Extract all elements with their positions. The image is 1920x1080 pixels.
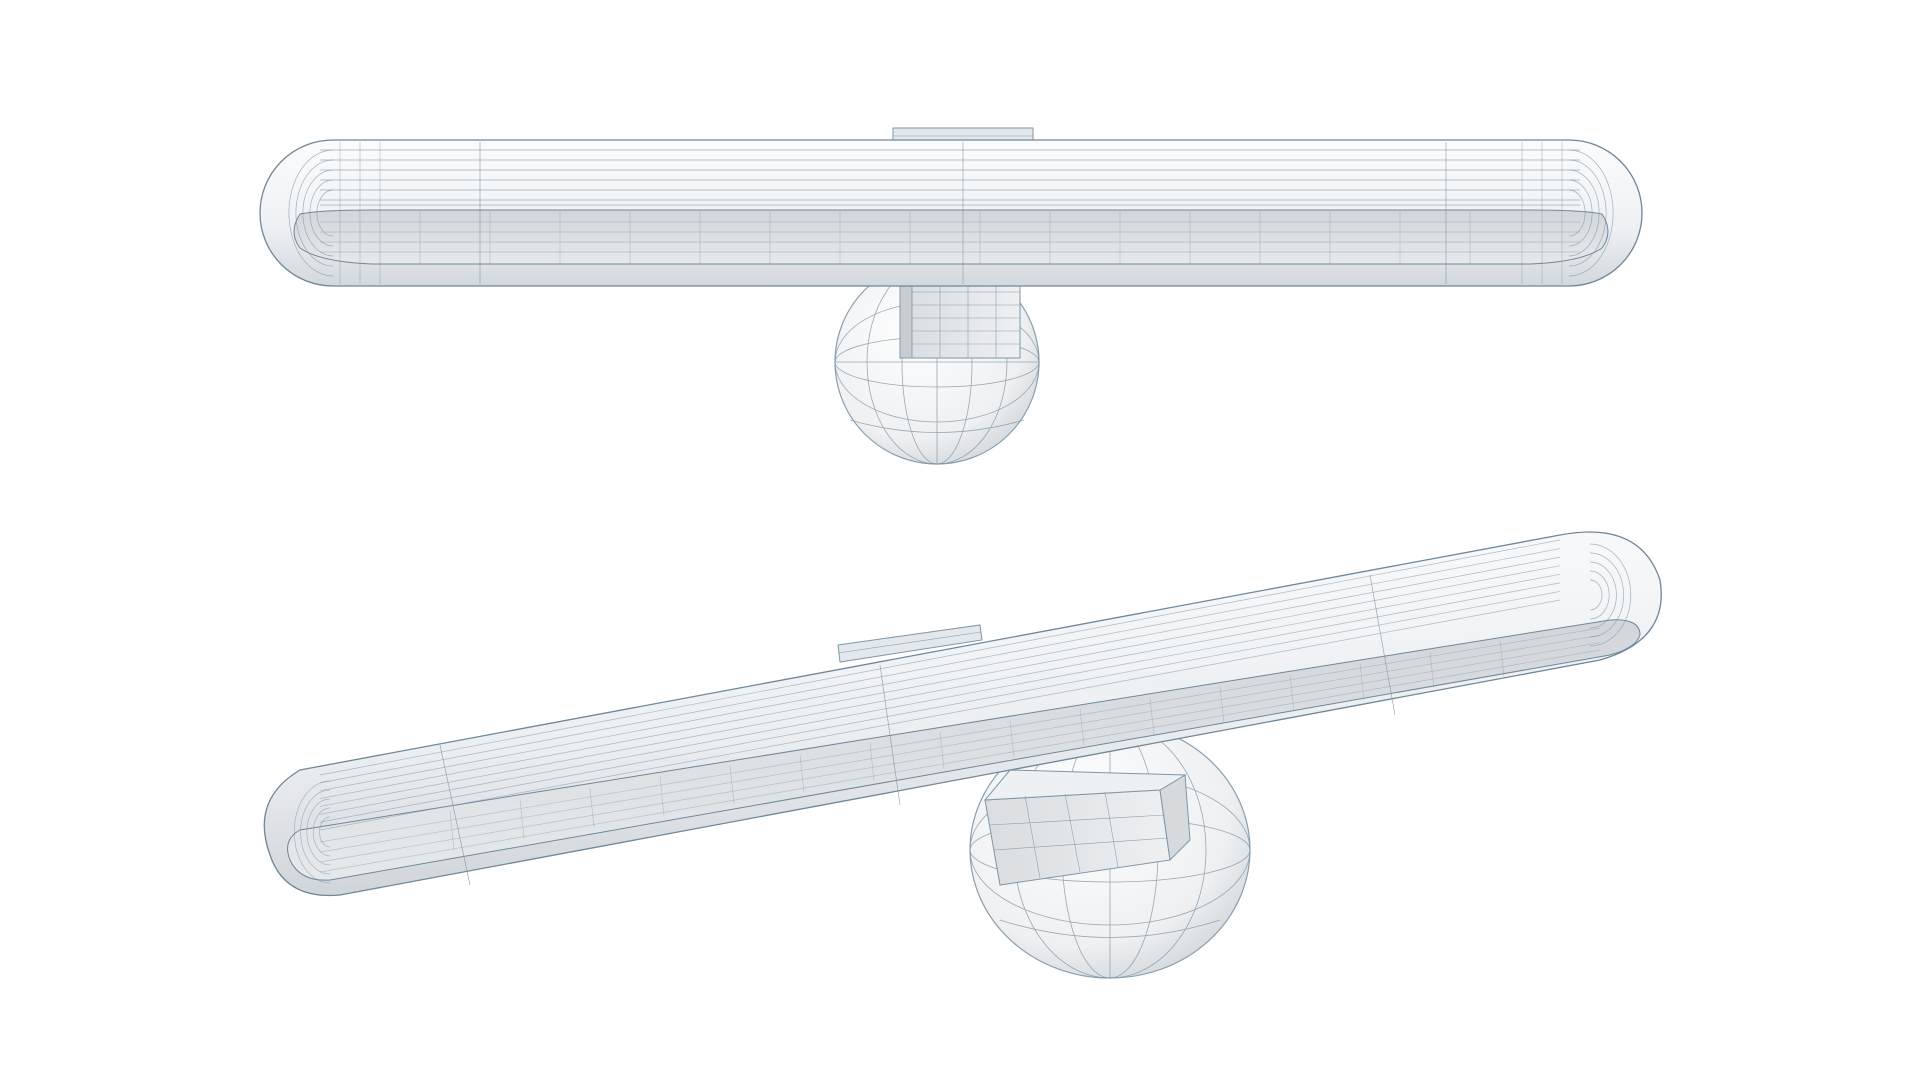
wireframe-edge	[1369, 574, 1396, 716]
wireframe-edge	[319, 627, 1601, 843]
wireframe-edge	[1589, 570, 1610, 620]
wireframe-edge	[589, 788, 595, 828]
wireframe-edge	[319, 539, 1561, 776]
wireframe-edge	[1568, 189, 1586, 237]
wireframe-edge	[1589, 579, 1603, 611]
light-bar-body-perspective	[263, 531, 1662, 897]
wireframe-edge	[1568, 149, 1614, 277]
wireframe-edge	[1589, 561, 1617, 629]
wireframe-edge	[319, 548, 1561, 784]
wireframe-edge	[659, 776, 665, 816]
wireframe-edge	[319, 582, 1561, 815]
wireframe-edge	[1219, 686, 1225, 723]
wireframe-edge	[1149, 697, 1155, 735]
wireframe-edge	[319, 816, 331, 848]
wireframe-edge	[1568, 159, 1607, 267]
wireframe-edge	[1359, 663, 1365, 700]
wireframe-edge	[319, 573, 1561, 807]
wireframe-edge	[869, 742, 875, 781]
wireframe-edge	[1499, 641, 1505, 677]
wireframe-edge	[1568, 169, 1600, 257]
wireframe-edge	[1568, 179, 1593, 247]
wireframe-edge	[306, 798, 331, 866]
wireframe-edge	[295, 159, 334, 267]
front-view-model	[259, 127, 1643, 465]
top-clip-tab-perspective	[837, 624, 983, 663]
wireframe-edge	[799, 754, 805, 793]
wireframe-edge	[1589, 552, 1624, 638]
wireframe-edge	[294, 780, 331, 884]
perspective-view-model	[263, 531, 1662, 979]
wireframe-edge	[449, 810, 455, 851]
wireframe-edge	[309, 179, 334, 247]
wireframe-edge	[1429, 652, 1435, 689]
wireframe-edge	[288, 149, 334, 277]
wireframe-edge	[1009, 720, 1015, 758]
wireframe-edge	[439, 744, 471, 886]
wireframe-edge	[1289, 675, 1295, 712]
wireframe-edge	[1589, 543, 1632, 647]
wireframe-edge	[729, 765, 735, 804]
wireframe-edge	[319, 642, 1601, 863]
wireframe-edge	[302, 169, 334, 257]
wireframe-edge	[879, 664, 901, 806]
wireframe-edge	[300, 789, 331, 875]
wireframe-edge	[319, 556, 1561, 792]
wireframe-edge	[939, 731, 945, 770]
wireframe-edge	[312, 807, 331, 857]
wireframe-edge	[319, 591, 1561, 823]
wireframe-edge	[519, 799, 525, 839]
mount-arm-block-perspective	[983, 769, 1191, 886]
wireframe-edge	[316, 189, 334, 237]
wireframe-edge	[319, 565, 1561, 799]
wireframe-edge	[319, 599, 1561, 831]
wireframe-edge	[319, 649, 1601, 873]
light-bar-body	[259, 139, 1643, 287]
wireframe-edge	[1079, 708, 1085, 747]
wireframe-edge	[319, 634, 1601, 853]
mount-arm-block	[899, 279, 1021, 359]
